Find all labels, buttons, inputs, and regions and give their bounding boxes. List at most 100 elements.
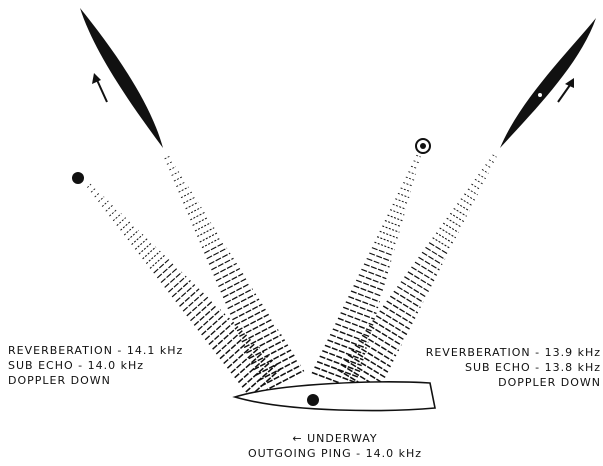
wavefront-line — [232, 304, 262, 320]
wavefront-line — [450, 213, 464, 221]
wavefront-line — [408, 272, 432, 286]
wavefront-line — [411, 267, 434, 281]
wavefront-line — [478, 174, 485, 178]
wavefront-line — [426, 247, 446, 259]
wavefront-line — [193, 218, 208, 226]
wavefront-line — [388, 215, 403, 221]
wavefront-line — [121, 222, 131, 231]
wavefront-line — [411, 166, 417, 168]
wavefront-line — [209, 253, 230, 264]
wavefront-line — [461, 199, 472, 206]
wavefront-line — [176, 182, 185, 187]
wavefront-line — [344, 360, 382, 383]
wavefront-line — [223, 284, 249, 298]
left-reflector-dot — [72, 172, 84, 184]
wavefront-line — [419, 257, 440, 270]
wavefront-line — [493, 155, 497, 157]
wavefront-line — [354, 286, 382, 297]
wavefront-line — [394, 291, 421, 307]
wavefront-line — [348, 297, 378, 308]
wavefront-line — [387, 301, 415, 318]
wavefront-line — [109, 209, 117, 216]
wavefront-line — [165, 156, 170, 159]
wavefront-line — [343, 307, 375, 319]
right-sub-echo-label: SUB ECHO - 13.8 kHz — [426, 360, 601, 375]
wavefront-line — [179, 187, 189, 192]
wavefront-line — [406, 177, 414, 180]
left-submarine — [80, 8, 163, 148]
wavefront-line — [91, 188, 96, 192]
wavefront-line — [237, 314, 269, 330]
wavefront-line — [135, 239, 147, 250]
wavefront-line — [176, 285, 195, 302]
wavefront-line — [183, 293, 203, 311]
wavefront-line — [401, 282, 426, 297]
wavefront-line — [187, 297, 208, 316]
wavefront-line — [468, 189, 478, 195]
wavefront-line — [218, 274, 243, 287]
wavefront-line — [246, 364, 277, 392]
wavefront-line — [102, 201, 108, 207]
beam-to-left-submarine — [165, 156, 304, 391]
right-doppler-label: DOPPLER DOWN — [426, 375, 601, 390]
wavefront-line — [429, 243, 448, 254]
left-submarine-hull — [80, 8, 163, 148]
wavefront-line — [404, 277, 428, 292]
wavefront-line — [216, 269, 240, 281]
wavefront-line — [372, 248, 393, 256]
wavefront-line — [351, 291, 380, 302]
right-sub-arrow — [558, 85, 570, 102]
wavefront-line — [106, 205, 113, 211]
wavefront-line — [414, 161, 419, 163]
wavefront-line — [150, 255, 165, 268]
wavefront-line — [235, 309, 266, 325]
wavefront-line — [183, 197, 195, 203]
wavefront-line — [390, 210, 404, 215]
wavefront-line — [98, 197, 104, 202]
wavefront-line — [132, 234, 143, 244]
wavefront-line — [464, 194, 475, 200]
wavefront-line — [230, 299, 259, 314]
wavefront-line — [395, 199, 407, 204]
wavefront-line — [191, 301, 213, 320]
right-label-block: REVERBERATION - 13.9 kHz SUB ECHO - 13.8… — [426, 345, 601, 390]
wavefront-line — [457, 204, 469, 211]
wavefront-line — [447, 218, 462, 227]
left-sub-arrow-head — [92, 73, 101, 84]
wavefront-line — [228, 294, 256, 309]
wavefront-line — [157, 264, 173, 278]
outgoing-ping-label: OUTGOING PING - 14.0 kHz — [215, 446, 455, 461]
wavefront-line — [433, 238, 451, 249]
left-doppler-label: DOPPLER DOWN — [8, 373, 183, 388]
wavefront-line — [335, 324, 370, 337]
wavefront-line — [124, 226, 134, 235]
wavefront-line — [172, 280, 190, 297]
center-reflector — [416, 139, 430, 153]
wavefront-line — [95, 193, 100, 198]
wavefront-line — [154, 260, 169, 274]
wavefront-line — [180, 289, 200, 307]
wavefront-line — [341, 313, 374, 325]
right-sub-highlight — [538, 93, 542, 97]
wavefront-line — [128, 230, 139, 240]
left-sub-echo-label: SUB ECHO - 14.0 kHz — [8, 358, 183, 373]
wavefront-line — [181, 192, 192, 198]
wavefront-line — [375, 242, 395, 250]
ship-transducer — [307, 394, 319, 406]
wavefront-line — [188, 207, 201, 214]
wavefront-line — [338, 318, 372, 331]
wavefront-line — [172, 172, 179, 176]
wavefront-line — [174, 177, 182, 181]
wavefront-line — [239, 320, 272, 337]
wavefront-line — [390, 296, 418, 313]
wavefront-line — [415, 262, 437, 275]
ship — [235, 382, 435, 411]
left-reverberation-label: REVERBERATION - 14.1 kHz — [8, 343, 183, 358]
wavefront-line — [398, 193, 409, 197]
wavefront-line — [383, 306, 412, 324]
wavefront-line — [190, 212, 204, 220]
wavefront-line — [211, 258, 233, 270]
wavefront-line — [346, 302, 377, 314]
wavefront-line — [393, 204, 406, 209]
